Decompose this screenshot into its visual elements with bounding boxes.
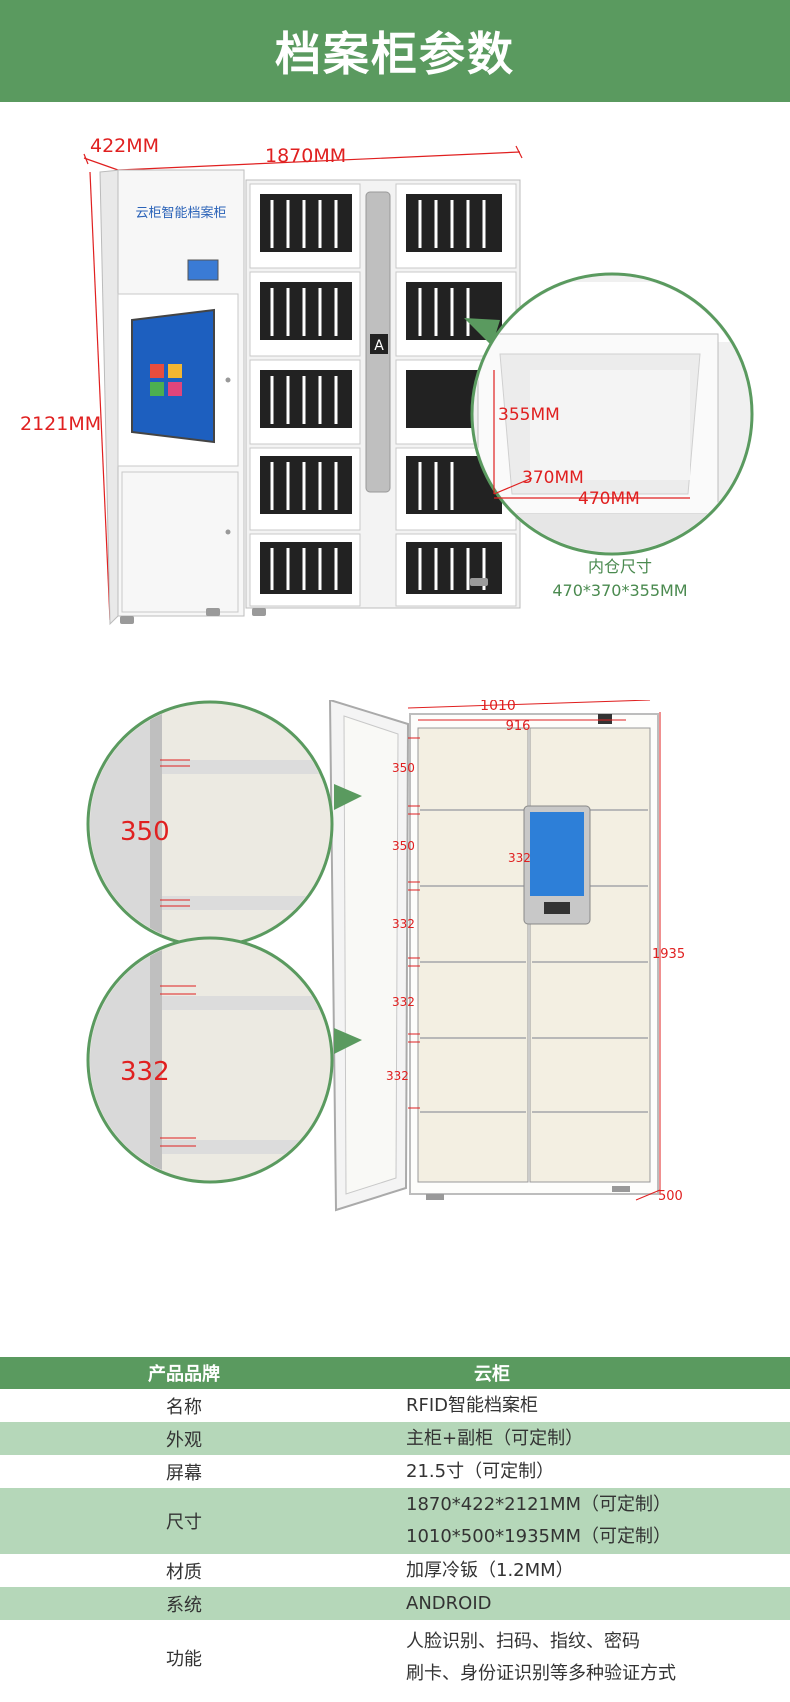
shelf-gap-label-1: 350	[392, 761, 415, 775]
locker-letter: A	[374, 338, 384, 354]
row-key: 尺寸	[166, 1512, 202, 1533]
row-value: ANDROID	[406, 1592, 492, 1614]
row-key: 系统	[166, 1594, 202, 1616]
shelf-gap-label-5: 332	[386, 1069, 409, 1083]
shelf-cabinet-figure: 1010 916 1935 500 350 350 332 332 332 33…	[0, 698, 790, 1350]
row-value: 加厚冷钣（1.2MM）	[406, 1559, 574, 1581]
row-value: RFID智能档案柜	[406, 1394, 539, 1416]
depth-dimension: 422MM	[90, 135, 159, 157]
shelf-gap-label-2: 350	[392, 839, 415, 853]
table-row: 系统 ANDROID	[0, 1587, 790, 1620]
inner-caption-value: 470*370*355MM	[552, 581, 687, 600]
table-header-value: 云柜	[474, 1364, 510, 1385]
shelf-cabinet-illustration: 1010 916 1935 500 350 350 332 332 332 33…	[86, 698, 685, 1212]
zoom-circle-bottom: 332	[86, 936, 334, 1184]
row-value-line-1: 1870*422*2121MM（可定制）	[406, 1494, 672, 1515]
cabinet-figure: 422MM 1870MM 2121MM 云柜智能档案柜 A	[0, 102, 790, 690]
width-dimension: 1870MM	[265, 145, 346, 167]
inner-width-dimension: 470MM	[578, 489, 640, 509]
row-key: 名称	[166, 1396, 202, 1418]
shelf-gap-label-4: 332	[392, 995, 415, 1009]
row-key: 屏幕	[166, 1462, 202, 1484]
shelf-gap-label-3: 332	[392, 917, 415, 931]
zoom-circle-top: 350	[86, 700, 334, 948]
screen-gap-label: 332	[508, 851, 531, 865]
table-row: 屏幕 21.5寸（可定制）	[0, 1455, 790, 1488]
table-header-row: 产品品牌 云柜	[0, 1357, 790, 1389]
table-row: 功能 人脸识别、扫码、指纹、密码 刷卡、身份证识别等多种验证方式	[0, 1620, 790, 1696]
inner-caption-title: 内仓尺寸	[588, 557, 652, 576]
row-key: 材质	[166, 1561, 202, 1583]
row-value: 主柜+副柜（可定制）	[406, 1427, 584, 1449]
page-title: 档案柜参数	[275, 27, 515, 81]
inner-height-dimension: 355MM	[498, 405, 560, 425]
shelf-depth-dimension: 500	[658, 1189, 683, 1204]
zoom-top-dimension: 350	[120, 817, 170, 847]
table-row: 名称 RFID智能档案柜	[0, 1389, 790, 1422]
cabinet-brand-text: 云柜智能档案柜	[135, 206, 226, 221]
table-row: 材质 加厚冷钣（1.2MM）	[0, 1554, 790, 1587]
table-header-key: 产品品牌	[148, 1364, 220, 1385]
table-row: 外观 主柜+副柜（可定制）	[0, 1422, 790, 1455]
row-value: 21.5寸（可定制）	[406, 1460, 555, 1482]
shelf-inner-width-dimension: 916	[506, 719, 531, 734]
inner-depth-dimension: 370MM	[522, 468, 584, 488]
row-key: 功能	[166, 1649, 202, 1670]
cabinet-illustration: 422MM 1870MM 2121MM 云柜智能档案柜 A	[20, 135, 754, 626]
row-key: 外观	[166, 1429, 202, 1451]
row-value-line-1: 人脸识别、扫码、指纹、密码	[406, 1631, 640, 1652]
page-header: 档案柜参数	[0, 0, 790, 102]
row-value-line-2: 1010*500*1935MM（可定制）	[406, 1526, 672, 1547]
shelf-width-dimension: 1010	[480, 700, 516, 714]
height-dimension: 2121MM	[20, 413, 101, 435]
shelf-height-dimension: 1935	[652, 947, 685, 962]
table-row: 尺寸 1870*422*2121MM（可定制） 1010*500*1935MM（…	[0, 1488, 790, 1554]
spec-table: 产品品牌 云柜 名称 RFID智能档案柜 外观 主柜+副柜（可定制） 屏幕 21…	[0, 1357, 790, 1696]
row-value-line-2: 刷卡、身份证识别等多种验证方式	[406, 1663, 676, 1684]
zoom-bottom-dimension: 332	[120, 1057, 170, 1087]
